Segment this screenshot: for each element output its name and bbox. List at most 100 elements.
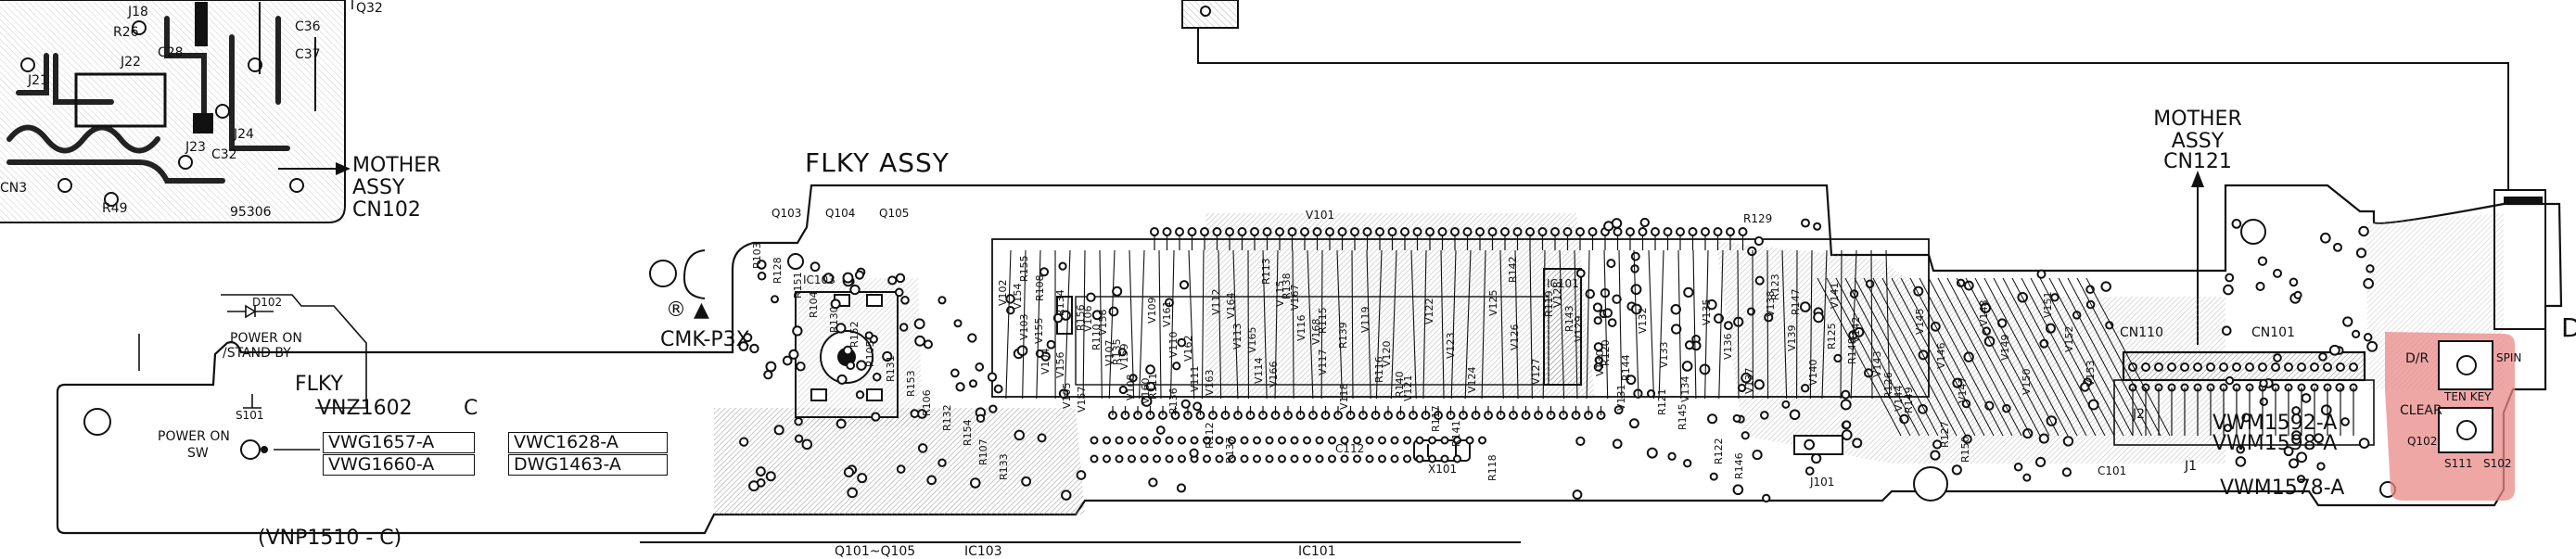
pcb-pad [811, 262, 820, 271]
v-label: V109 [1146, 297, 1158, 324]
pcb-pad [764, 371, 772, 378]
pcb-pad [1367, 438, 1373, 444]
r-label: R120 [1600, 339, 1612, 366]
pcb-pad [1801, 302, 1810, 311]
pcb-pad [2181, 363, 2188, 371]
pcb-pad [1192, 438, 1198, 444]
pcb-pad [1701, 365, 1710, 375]
pcb-pad [1239, 228, 1246, 235]
pcb-pad [2259, 363, 2266, 371]
pcb-pad [1141, 438, 1148, 444]
pcb-pad [1226, 228, 1233, 235]
pcb-pad [1401, 228, 1409, 235]
label-r129: R129 [1743, 213, 1772, 224]
pcb-pad [1392, 456, 1398, 463]
label-c112: C112 [1335, 443, 1364, 454]
pcb-pad [968, 334, 976, 341]
r-label: R123 [1769, 273, 1781, 300]
label-vwm1578: VWM1578-A [2220, 478, 2344, 499]
pcb-pad [1364, 228, 1371, 235]
r-label: R128 [772, 257, 784, 284]
v-label: V164 [1225, 292, 1237, 319]
pcb-pad [2337, 363, 2344, 371]
pcb-pad [1953, 465, 1961, 474]
pcb-pad [898, 465, 905, 473]
pcb-pad [1715, 228, 1722, 235]
pcb-pad [1326, 228, 1333, 235]
pcb-pad [1087, 293, 1094, 300]
pcb-pad [901, 297, 909, 304]
pcb-pad [2366, 265, 2373, 272]
label-clear: CLEAR [2400, 404, 2442, 417]
r-label: R149 [1903, 387, 1915, 413]
pcb-pad [956, 383, 963, 390]
pcb-pad [971, 478, 980, 488]
pcb-pad [1429, 456, 1435, 463]
v-label: V131 [1615, 384, 1627, 411]
pcb-pad [796, 435, 802, 441]
part-box-vwc1628: VWC1628-A [508, 432, 668, 453]
r-label: R131 [885, 355, 897, 382]
r-label: R118 [1486, 454, 1498, 481]
v-label: V102 [997, 279, 1009, 306]
r-label: R134 [1054, 289, 1066, 316]
pcb-pad [1304, 438, 1310, 444]
pcb-pad [2194, 363, 2201, 371]
pcb-pad [1116, 456, 1123, 463]
r-label: R117 [1430, 405, 1442, 432]
pcb-pad [915, 319, 925, 328]
v-label: V146 [1935, 342, 1947, 369]
pcb-pad [2289, 459, 2298, 467]
pcb-pad [1339, 228, 1346, 235]
r-label: R108 [1034, 274, 1046, 301]
pcb-pad [1551, 228, 1559, 235]
pcb-pad [2350, 363, 2357, 371]
r-label: R135 [1111, 338, 1123, 365]
pcb-pad [1267, 438, 1273, 444]
r-label: R148 [1846, 337, 1858, 364]
pcb-pad [1684, 288, 1692, 297]
pcb-pad [1167, 438, 1173, 444]
pcb-pad [1201, 228, 1208, 235]
v-label: V125 [1487, 289, 1499, 316]
r-label: R119 [1543, 290, 1555, 317]
label-cn110: CN110 [2120, 326, 2163, 339]
v-label: V114 [1253, 357, 1265, 384]
pcb-pad [2259, 257, 2266, 264]
v-label: V151 [2042, 291, 2054, 318]
pcb-pad [938, 460, 945, 466]
r-label: R127 [1939, 421, 1951, 448]
label-vwm1598: VWM1598-A [2213, 434, 2337, 454]
label-v101: V101 [1306, 210, 1334, 221]
label-q103: Q103 [772, 208, 801, 219]
label-j24: J24 [234, 128, 254, 141]
cn102-line3: CN102 [352, 200, 421, 221]
pcb-pad [2237, 457, 2246, 466]
pcb-pad [1604, 222, 1613, 230]
r-label: R130 [828, 306, 840, 333]
r-label: R145 [1677, 403, 1689, 430]
pcb-pad [970, 380, 976, 387]
pcb-pad [1157, 426, 1165, 434]
pcb-pad [1151, 228, 1158, 235]
pcb-pad [2023, 475, 2030, 481]
pcb-pad [2353, 331, 2359, 337]
pcb-pad [1242, 438, 1248, 444]
v-label: V104 [1039, 348, 1052, 375]
r-label: R122 [1713, 438, 1725, 464]
v-label: V153 [2085, 360, 2097, 387]
pcb-pad [1392, 438, 1398, 444]
label-spin: SPIN [2496, 352, 2521, 363]
pcb-pad [1091, 438, 1098, 444]
pcb-pad [1179, 438, 1185, 444]
label-q105: Q105 [879, 208, 909, 219]
pcb-pad [758, 479, 765, 487]
pcb-pad [1176, 228, 1183, 235]
pcb-pad [1342, 456, 1348, 463]
pcb-pad [1727, 228, 1734, 235]
pcb-pad [1164, 228, 1171, 235]
pcb-pad [976, 363, 983, 371]
pcb-pad [2367, 342, 2377, 351]
pcb-pad [1292, 438, 1298, 444]
label-r26: R26 [113, 26, 139, 39]
